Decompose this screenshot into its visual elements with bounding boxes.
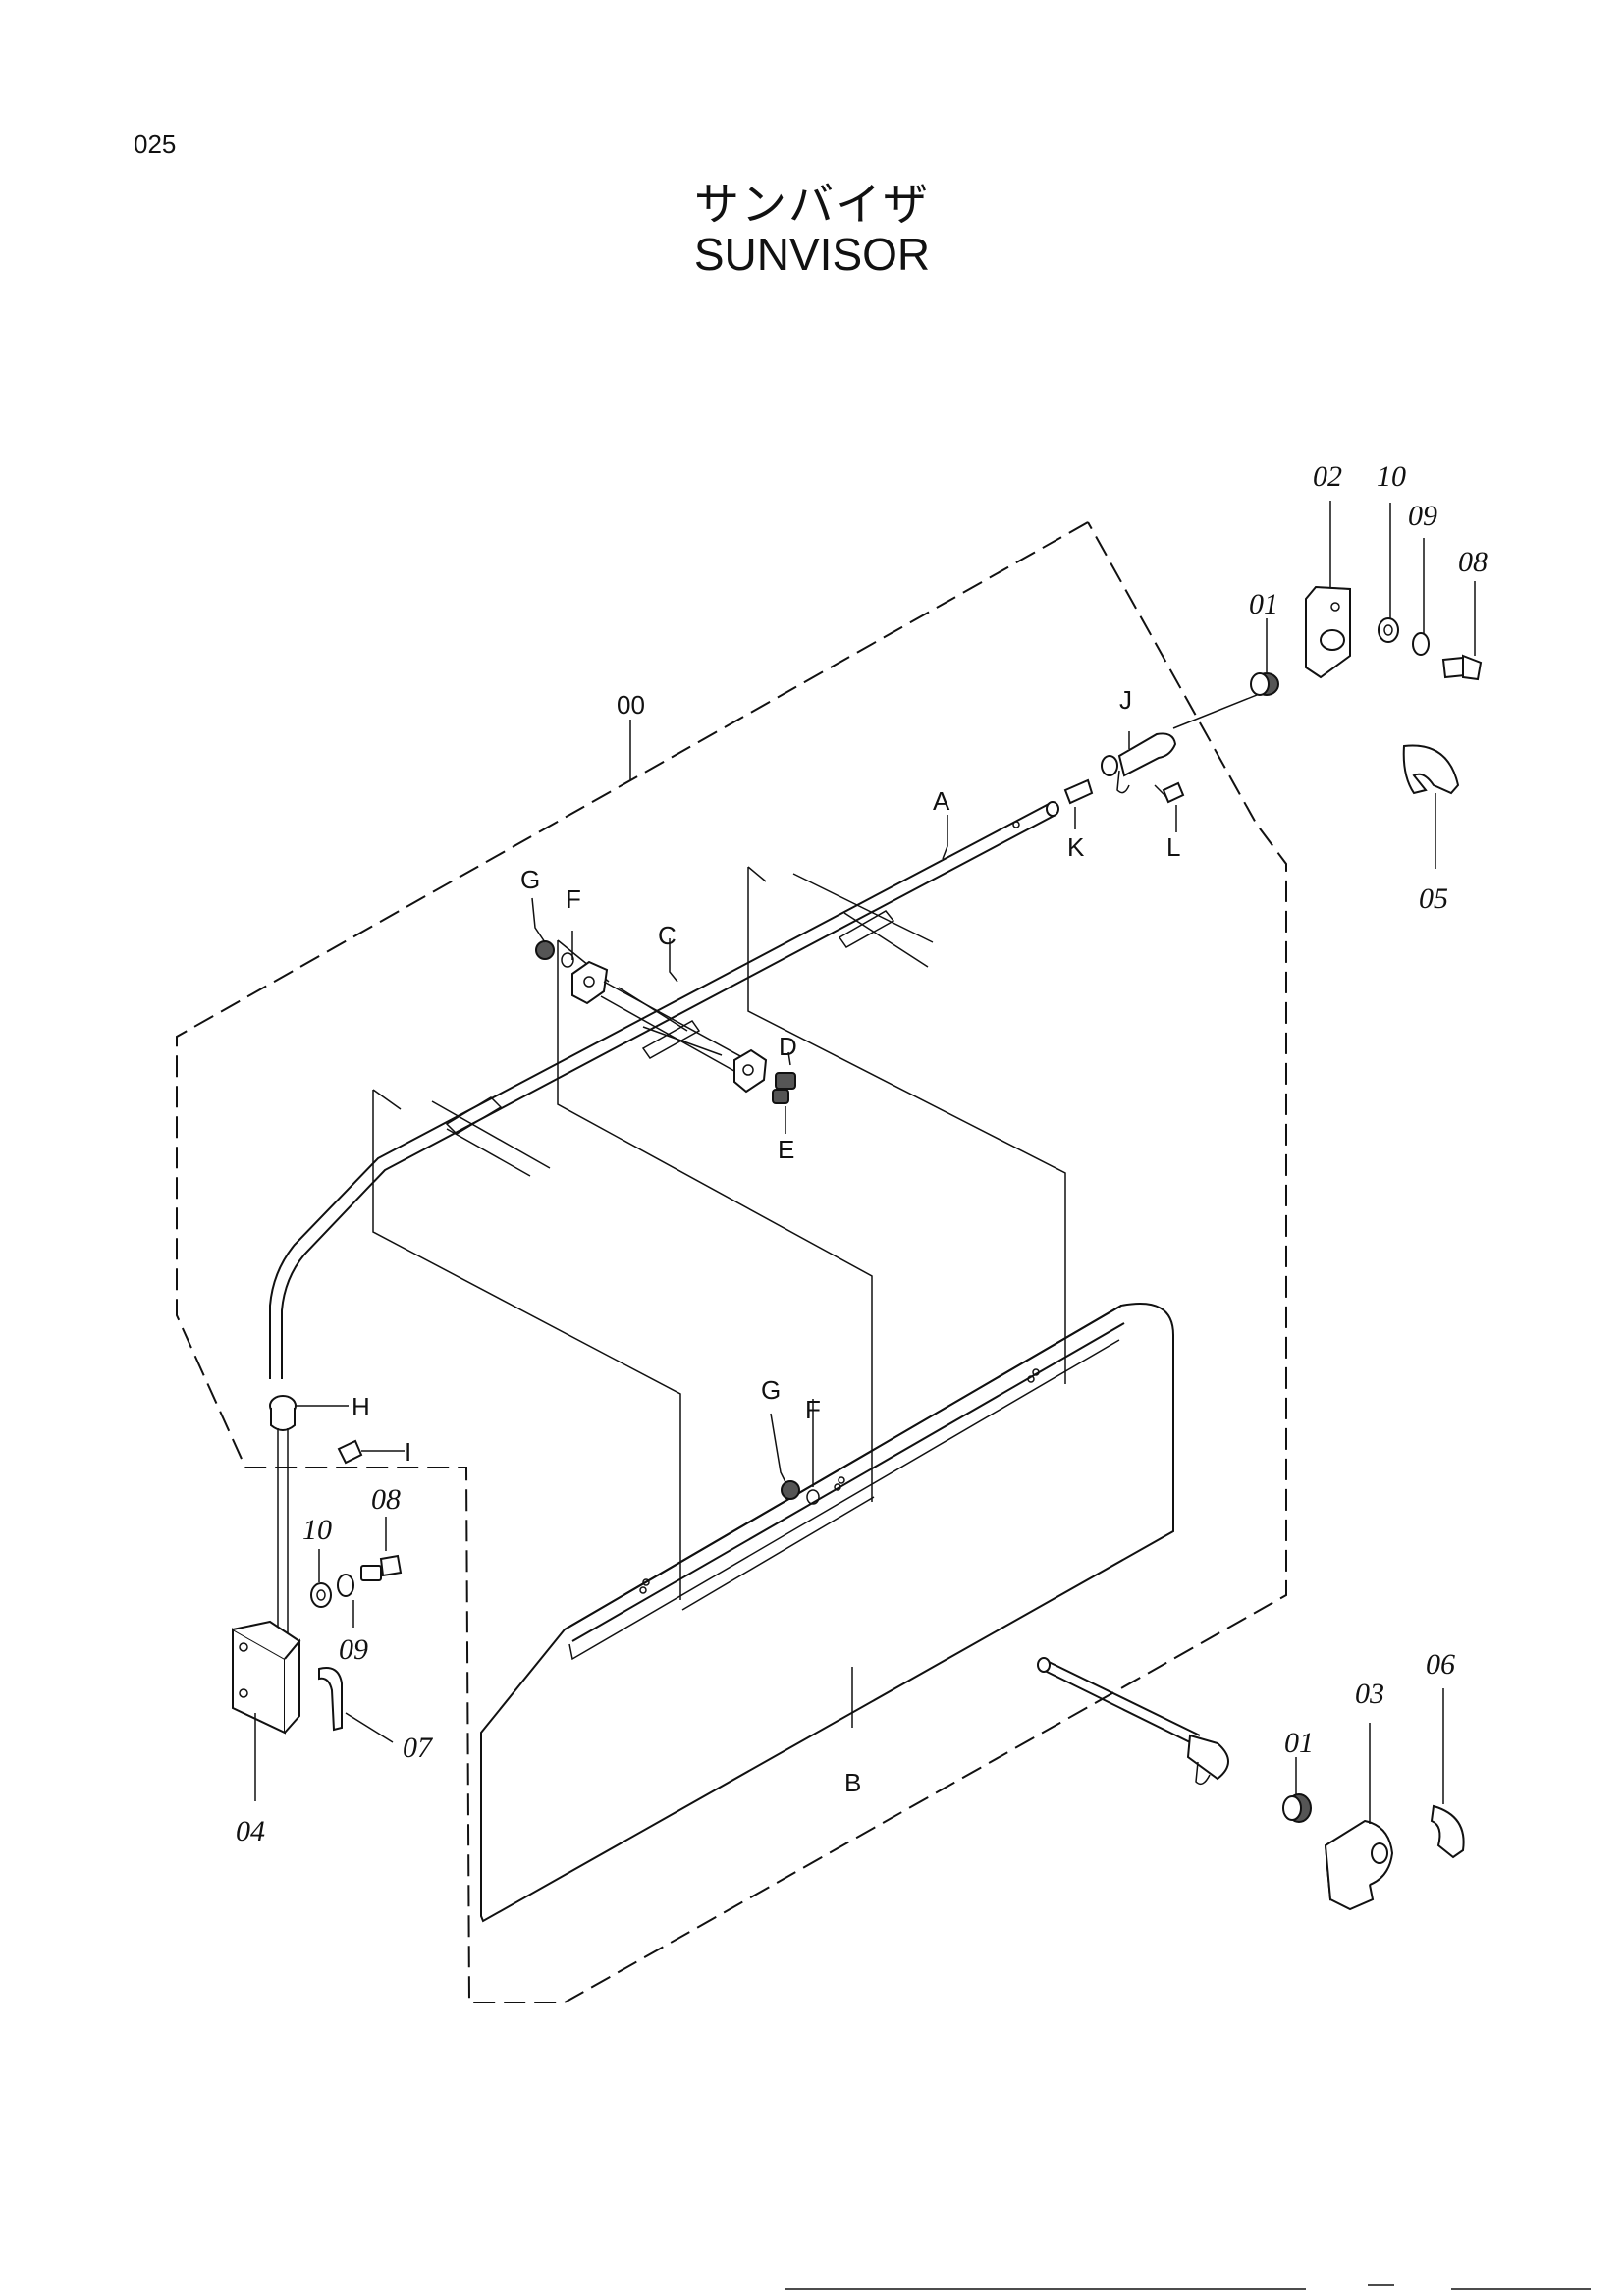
callout-05: 05 [1419, 882, 1448, 915]
callout-06: 06 [1426, 1648, 1455, 1681]
callout-f-upper: F [566, 884, 581, 914]
leader-lines [254, 501, 1476, 1824]
rod-a [269, 801, 1059, 1379]
title-japanese: サンバイザ [694, 178, 930, 231]
callout-c: C [658, 921, 677, 950]
callout-h: H [352, 1392, 370, 1421]
callout-10-upper: 10 [1377, 460, 1406, 493]
callout-00: 00 [617, 690, 645, 720]
callout-f-lower: F [805, 1395, 821, 1424]
callout-a: A [933, 786, 950, 816]
callout-i: I [405, 1437, 411, 1467]
title-english: SUNVISOR [693, 229, 931, 280]
callout-09-lower: 09 [339, 1633, 368, 1666]
callout-j: J [1119, 685, 1132, 715]
callout-e: E [778, 1135, 794, 1164]
callout-g-lower: G [761, 1375, 781, 1405]
left-hinge-group [232, 1395, 403, 1735]
callout-g-upper: G [520, 865, 540, 894]
callout-02: 02 [1313, 460, 1342, 493]
callout-labels: 00 A B C D E F G F G H I J K L 01 02 10 … [236, 460, 1488, 1847]
callout-01-lower: 01 [1284, 1727, 1314, 1759]
callout-08-upper: 08 [1458, 546, 1488, 578]
callout-b: B [844, 1768, 861, 1797]
callout-07: 07 [403, 1732, 434, 1764]
visor-sleeves [372, 866, 1066, 1611]
callout-d: D [779, 1032, 797, 1061]
page-number: 025 [134, 130, 177, 159]
callout-03: 03 [1355, 1678, 1384, 1710]
footer-rules [785, 2284, 1591, 2290]
callout-k: K [1067, 832, 1085, 862]
callout-04: 04 [236, 1815, 265, 1847]
callout-08-lower: 08 [371, 1483, 401, 1516]
callout-10-lower: 10 [302, 1514, 332, 1546]
bracket-c [535, 940, 820, 1505]
assembly-boundary [176, 521, 1287, 2003]
right-upper-group [1063, 585, 1483, 805]
right-lower-group [1037, 1657, 1465, 1911]
callout-09-upper: 09 [1408, 500, 1437, 532]
callout-l: L [1166, 832, 1180, 862]
callout-01-upper: 01 [1249, 588, 1278, 620]
visor-panel-b [480, 1303, 1174, 1923]
